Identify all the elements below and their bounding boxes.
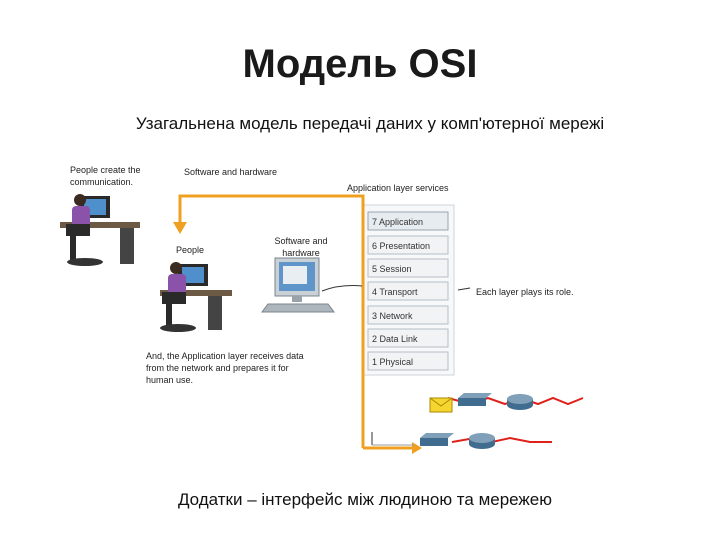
slide-caption: Додатки – інтерфейс між людиною та мереж…: [177, 490, 553, 509]
software-hardware-mid-label: Software and hardware: [274, 236, 328, 258]
app-receives-label: And, the Application layer receives data…: [146, 351, 304, 385]
switch-icon-lower: [420, 433, 454, 446]
layer-5-label: 5 Session: [372, 264, 412, 274]
network-link-lower: [451, 436, 552, 444]
layer-7-label: 7 Application: [372, 217, 423, 227]
people-label: People: [176, 245, 205, 255]
layer-5-box: 5 Session: [367, 258, 449, 278]
layer-4-label: 4 Transport: [372, 287, 418, 297]
slide-title: Модель OSI: [242, 42, 478, 86]
arrow-head-down: [173, 222, 187, 234]
arrow-head-right: [412, 442, 422, 454]
person-icon-top: [60, 194, 140, 266]
computer-icon: [261, 257, 335, 313]
layer-7-box: 7 Application: [367, 211, 449, 231]
layer-3-box: 3 Network: [367, 305, 449, 325]
router-icon-lower: [469, 433, 495, 449]
people-create-label: People create the communication.: [70, 165, 141, 187]
app-layer-services-label: Application layer services: [347, 183, 449, 193]
layer-3-label: 3 Network: [372, 311, 413, 321]
layer-6-box: 6 Presentation: [367, 235, 449, 255]
data-flow-arrow: [178, 194, 365, 448]
switch-icon-upper: [458, 393, 492, 406]
each-layer-label: Each layer plays its role.: [476, 287, 574, 297]
router-icon-upper: [507, 394, 533, 410]
packet-envelope-icon: [429, 397, 453, 413]
layer-4-box: 4 Transport: [367, 281, 449, 301]
layer-1-label: 1 Physical: [372, 357, 413, 367]
layer-2-label: 2 Data Link: [372, 334, 418, 344]
slide-subtitle: Узагальнена модель передачі даних у комп…: [135, 114, 605, 133]
layer-2-box: 2 Data Link: [367, 328, 449, 348]
software-hardware-top-label: Software and hardware: [184, 167, 278, 177]
layer-1-box: 1 Physical: [367, 351, 449, 371]
layer-6-label: 6 Presentation: [372, 241, 430, 251]
person-icon-middle: [160, 262, 232, 332]
